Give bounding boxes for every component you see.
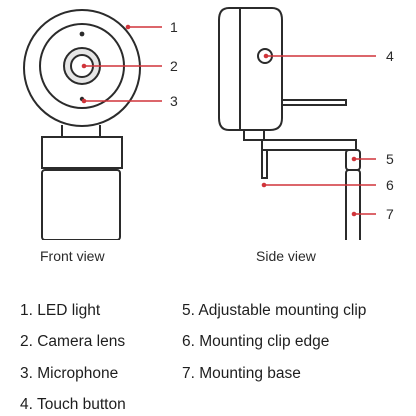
camera-body-outer <box>23 9 141 127</box>
legend-item-adjustable-clip: 5. Adjustable mounting clip <box>182 302 367 319</box>
callout-number-4: 4 <box>386 48 394 64</box>
side-mounting-base <box>345 169 361 240</box>
front-clip <box>41 136 123 169</box>
legend-item-touch-button: 4. Touch button <box>20 396 126 413</box>
front-view-label: Front view <box>40 248 105 264</box>
side-view-drawing <box>218 7 361 240</box>
callout-number-2: 2 <box>170 58 178 74</box>
webcam-diagram: 1 2 3 4 5 6 7 <box>23 7 394 240</box>
callout-number-6: 6 <box>386 177 394 193</box>
legend-item-mounting-base: 7. Mounting base <box>182 365 301 382</box>
front-view-drawing <box>23 9 141 240</box>
legend-item-clip-edge: 6. Mounting clip edge <box>182 333 330 350</box>
legend-item-microphone: 3. Microphone <box>20 365 119 382</box>
legend-item-led-light: 1. LED light <box>20 302 101 319</box>
legend-item-camera-lens: 2. Camera lens <box>20 333 126 350</box>
callout-number-7: 7 <box>386 206 394 222</box>
front-callout-lines <box>81 24 162 104</box>
callout-number-5: 5 <box>386 151 394 167</box>
callout-numbers: 1 2 3 4 5 6 7 <box>170 19 394 222</box>
side-callout-lines <box>261 53 376 217</box>
front-mounting-base <box>41 169 121 240</box>
front-neck <box>61 125 101 137</box>
side-view-label: Side view <box>256 248 316 264</box>
side-hinge <box>243 129 265 141</box>
side-cable <box>281 99 347 106</box>
side-camera-body <box>218 7 283 131</box>
callout-number-3: 3 <box>170 93 178 109</box>
led-light-dot <box>79 31 85 37</box>
side-clip-arm <box>244 139 357 151</box>
clip-edge <box>261 149 268 179</box>
callout-number-1: 1 <box>170 19 178 35</box>
